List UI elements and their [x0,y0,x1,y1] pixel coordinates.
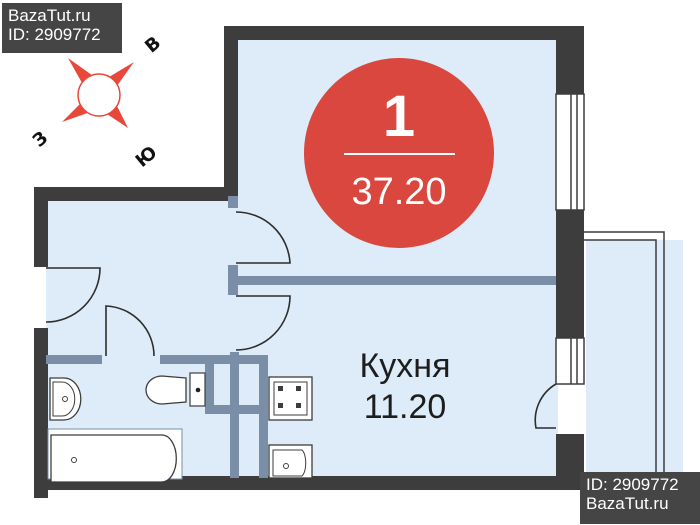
door-bathroom [105,305,155,357]
exterior-walls [34,26,584,498]
compass-label-south: Ю [132,142,162,172]
apartment-badge: 1 37.20 [304,58,494,248]
kitchen-label: Кухня [360,347,451,385]
total-area: 37.20 [351,171,446,213]
sink-bathroom [49,377,82,421]
interior-partitions [46,196,556,478]
door-living-room [235,211,291,264]
doors [45,211,557,429]
balcony-door [534,383,557,429]
compass-label-east: В [141,32,165,57]
rooms-count: 1 [383,84,415,149]
bathtub [47,428,183,483]
balcony-floor [586,240,683,480]
sink-kitchen [268,444,313,479]
stove [268,376,313,421]
door-kitchen [235,295,291,351]
entrance-door [45,267,101,323]
watermark-bottom-right: ID: 2909772 BazaTut.ru [580,472,700,524]
window-living-room [555,93,585,211]
balcony-railing [584,231,665,480]
kitchen-area: 11.20 [364,388,447,426]
watermark-id: ID: 2909772 [586,475,679,494]
watermark-site: BazaTut.ru [8,6,91,25]
watermark-id: ID: 2909772 [8,25,101,44]
hall-floor [46,196,246,361]
watermark-top-left: BazaTut.ru ID: 2909772 [2,3,122,53]
window-kitchen [555,337,585,385]
compass-rose [62,58,134,128]
watermark-site: BazaTut.ru [586,494,669,513]
toilet [145,372,206,407]
compass-label-west: З [29,127,52,151]
